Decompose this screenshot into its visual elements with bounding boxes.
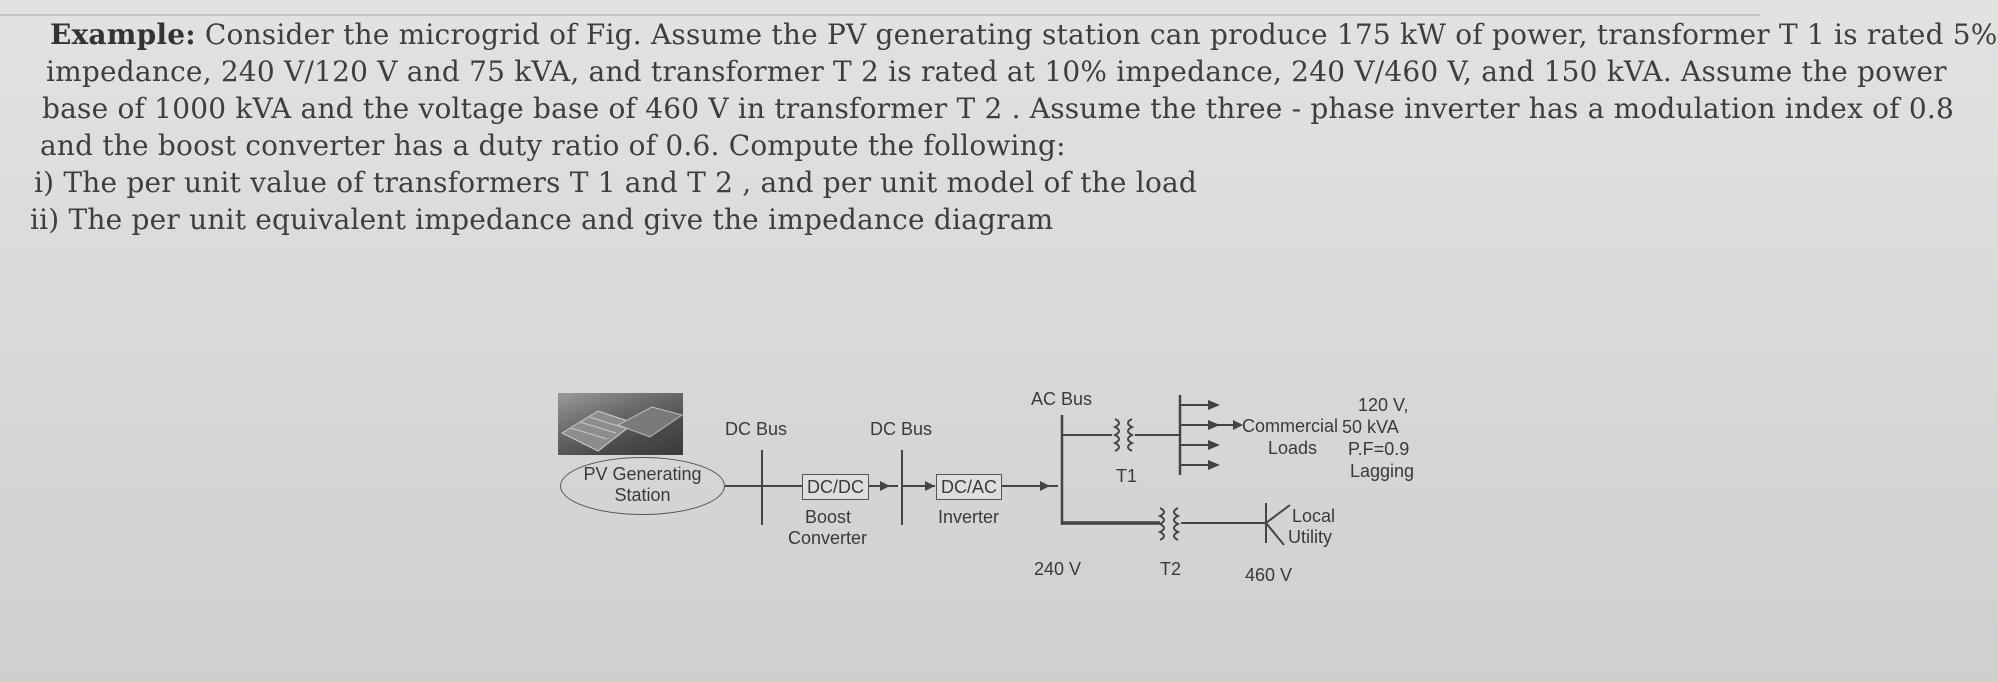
inverter-label: Inverter: [938, 507, 1000, 527]
problem-line-2: impedance, 240 V/120 V and 75 kVA, and t…: [46, 55, 1947, 88]
problem-line-1: Example: Consider the microgrid of Fig. …: [50, 16, 1997, 53]
page-edge: [0, 14, 1760, 16]
problem-line-4: and the boost converter has a duty ratio…: [40, 129, 1066, 162]
dc-bus-1-label: DC Bus: [725, 419, 788, 439]
circuit-lines: [725, 395, 1291, 546]
load-kva: 50 kVA: [1342, 417, 1399, 437]
loads-label: Loads: [1268, 438, 1318, 458]
t1-label: T1: [1116, 466, 1138, 486]
question-ii: ii) The per unit equivalent impedance an…: [30, 203, 1054, 236]
dc-bus-2-label: DC Bus: [870, 419, 933, 439]
pv-label-line-1: PV Generating: [583, 464, 702, 484]
pv-label-line-2: Station: [614, 485, 671, 505]
problem-line-1-text: Consider the microgrid of Fig. Assume th…: [195, 18, 1998, 51]
load-lagging: Lagging: [1350, 461, 1415, 481]
pv-panel-image: [558, 393, 684, 455]
voltage-240-label: 240 V: [1034, 559, 1082, 579]
ac-bus-label: AC Bus: [1031, 389, 1093, 409]
question-i: i) The per unit value of transformers T …: [34, 166, 1198, 199]
converter-label: Converter: [788, 528, 868, 548]
problem-statement: Example: Consider the microgrid of Fig. …: [30, 16, 1997, 238]
t2-label: T2: [1160, 559, 1182, 579]
utility-label: Utility: [1288, 527, 1332, 547]
boost-label: Boost: [805, 507, 852, 527]
dcac-inverter-box: DC/AC: [936, 474, 1003, 500]
dcdc-converter-box: DC/DC: [802, 474, 869, 500]
pv-generating-station: PV Generating Station: [560, 457, 725, 515]
voltage-460-label: 460 V: [1245, 565, 1293, 585]
problem-line-3: base of 1000 kVA and the voltage base of…: [42, 92, 1955, 125]
load-power-factor: P.F=0.9: [1348, 439, 1410, 459]
example-heading: Example:: [50, 18, 196, 51]
microgrid-figure: PV Generating Station DC Bus DC Bus DC/D…: [540, 375, 1440, 605]
load-voltage: 120 V,: [1358, 395, 1409, 415]
local-label: Local: [1292, 506, 1336, 526]
commercial-label: Commercial: [1242, 416, 1339, 436]
